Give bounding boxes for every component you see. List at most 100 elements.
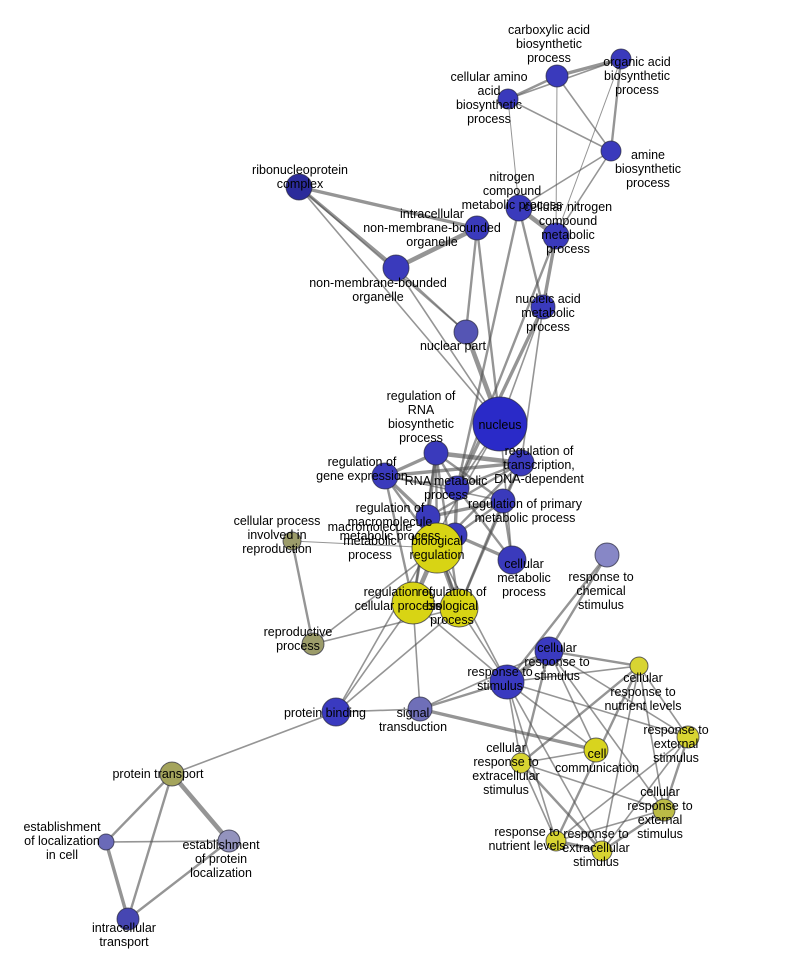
graph-edge: [601, 665, 640, 852]
graph-edge: [126, 772, 174, 921]
graph-node-ribonucleo[interactable]: [285, 173, 313, 201]
graph-edge: [335, 423, 501, 713]
graph-edge: [455, 234, 558, 490]
graph-node-label-prottrans: protein transport: [112, 767, 204, 781]
graph-edge: [426, 499, 505, 519]
graph-node-cellamino[interactable]: [497, 88, 519, 110]
graph-edge: [290, 539, 315, 646]
graph-edge: [548, 650, 689, 738]
graph-edge: [600, 808, 666, 853]
graph-node-cellrespext[interactable]: [652, 798, 676, 822]
graph-node-respextra[interactable]: [591, 840, 613, 862]
graph-node-estprotloc[interactable]: [217, 829, 241, 853]
graph-node-nucleicacid[interactable]: [530, 294, 556, 320]
graph-node-nucleus[interactable]: [472, 396, 528, 452]
graph-edge: [393, 225, 480, 271]
graph-edge: [105, 840, 230, 843]
graph-edge: [506, 681, 597, 751]
graph-edge: [519, 649, 551, 765]
graph-node-regbio[interactable]: [439, 588, 479, 628]
graph-edge: [638, 665, 689, 738]
graph-node-bioreg[interactable]: [411, 522, 463, 574]
graph-node-repro[interactable]: [301, 632, 325, 656]
graph-edge: [395, 267, 501, 425]
graph-edge: [335, 607, 460, 713]
graph-edge: [519, 664, 641, 765]
graph-edge: [507, 98, 520, 209]
graph-node-prottrans[interactable]: [159, 761, 185, 787]
graph-edge: [517, 206, 545, 309]
graph-node-cellrespextra[interactable]: [510, 752, 532, 774]
graph-edge: [548, 650, 665, 811]
graph-edge: [298, 186, 501, 425]
graph-node-respchem[interactable]: [594, 542, 620, 568]
graph-node-cellrespnutr[interactable]: [629, 656, 649, 676]
graph-node-regrna[interactable]: [423, 440, 449, 466]
graph-node-cellmet[interactable]: [497, 545, 527, 575]
graph-node-nmborg[interactable]: [382, 254, 410, 282]
graph-node-cellnitrogen[interactable]: [542, 222, 570, 250]
graph-edge: [601, 736, 689, 852]
graph-node-nitrogen[interactable]: [505, 194, 533, 222]
graph-node-cellcomm[interactable]: [583, 737, 609, 763]
graph-edge: [464, 226, 479, 334]
graph-edge: [520, 762, 557, 842]
graph-node-cellrespstim[interactable]: [534, 636, 564, 666]
graph-node-protbind[interactable]: [321, 697, 351, 727]
graph-edge: [384, 475, 504, 502]
graph-edge: [518, 150, 612, 209]
graph-node-regtrans[interactable]: [507, 449, 535, 477]
graph-edge: [335, 602, 414, 713]
graph-edge: [555, 58, 622, 237]
graph-node-organic[interactable]: [610, 48, 632, 70]
graph-node-label-nucleus: nucleus: [478, 418, 521, 432]
graph-node-regcell[interactable]: [391, 581, 435, 625]
graph-edge: [662, 735, 690, 812]
graph-node-regprimary[interactable]: [490, 488, 516, 514]
graph-node-nuclearpart[interactable]: [453, 319, 479, 345]
graph-edge: [419, 650, 550, 710]
graph-node-respext[interactable]: [676, 725, 700, 749]
graph-edge: [475, 226, 502, 426]
graph-node-reggene[interactable]: [371, 462, 399, 490]
graph-node-amine[interactable]: [600, 140, 622, 162]
graph-edge: [555, 75, 558, 237]
graph-edge: [548, 650, 597, 751]
graph-edge: [556, 75, 612, 152]
graph-node-estloc[interactable]: [97, 833, 115, 851]
graph-node-intranmb[interactable]: [464, 215, 490, 241]
graph-edge: [506, 681, 603, 852]
graph-node-rnametab[interactable]: [444, 475, 470, 501]
graph-edge: [169, 771, 232, 844]
graph-node-respnutr[interactable]: [545, 830, 567, 852]
graph-edge: [297, 185, 479, 230]
graph-node-respstim[interactable]: [489, 664, 525, 700]
graph-node-cellrepro[interactable]: [282, 531, 302, 551]
graph-node-carboxylic[interactable]: [545, 64, 569, 88]
graph-edge: [455, 206, 521, 490]
graph-node-intratrans[interactable]: [116, 907, 140, 931]
graph-node-sigtrans[interactable]: [407, 696, 433, 722]
